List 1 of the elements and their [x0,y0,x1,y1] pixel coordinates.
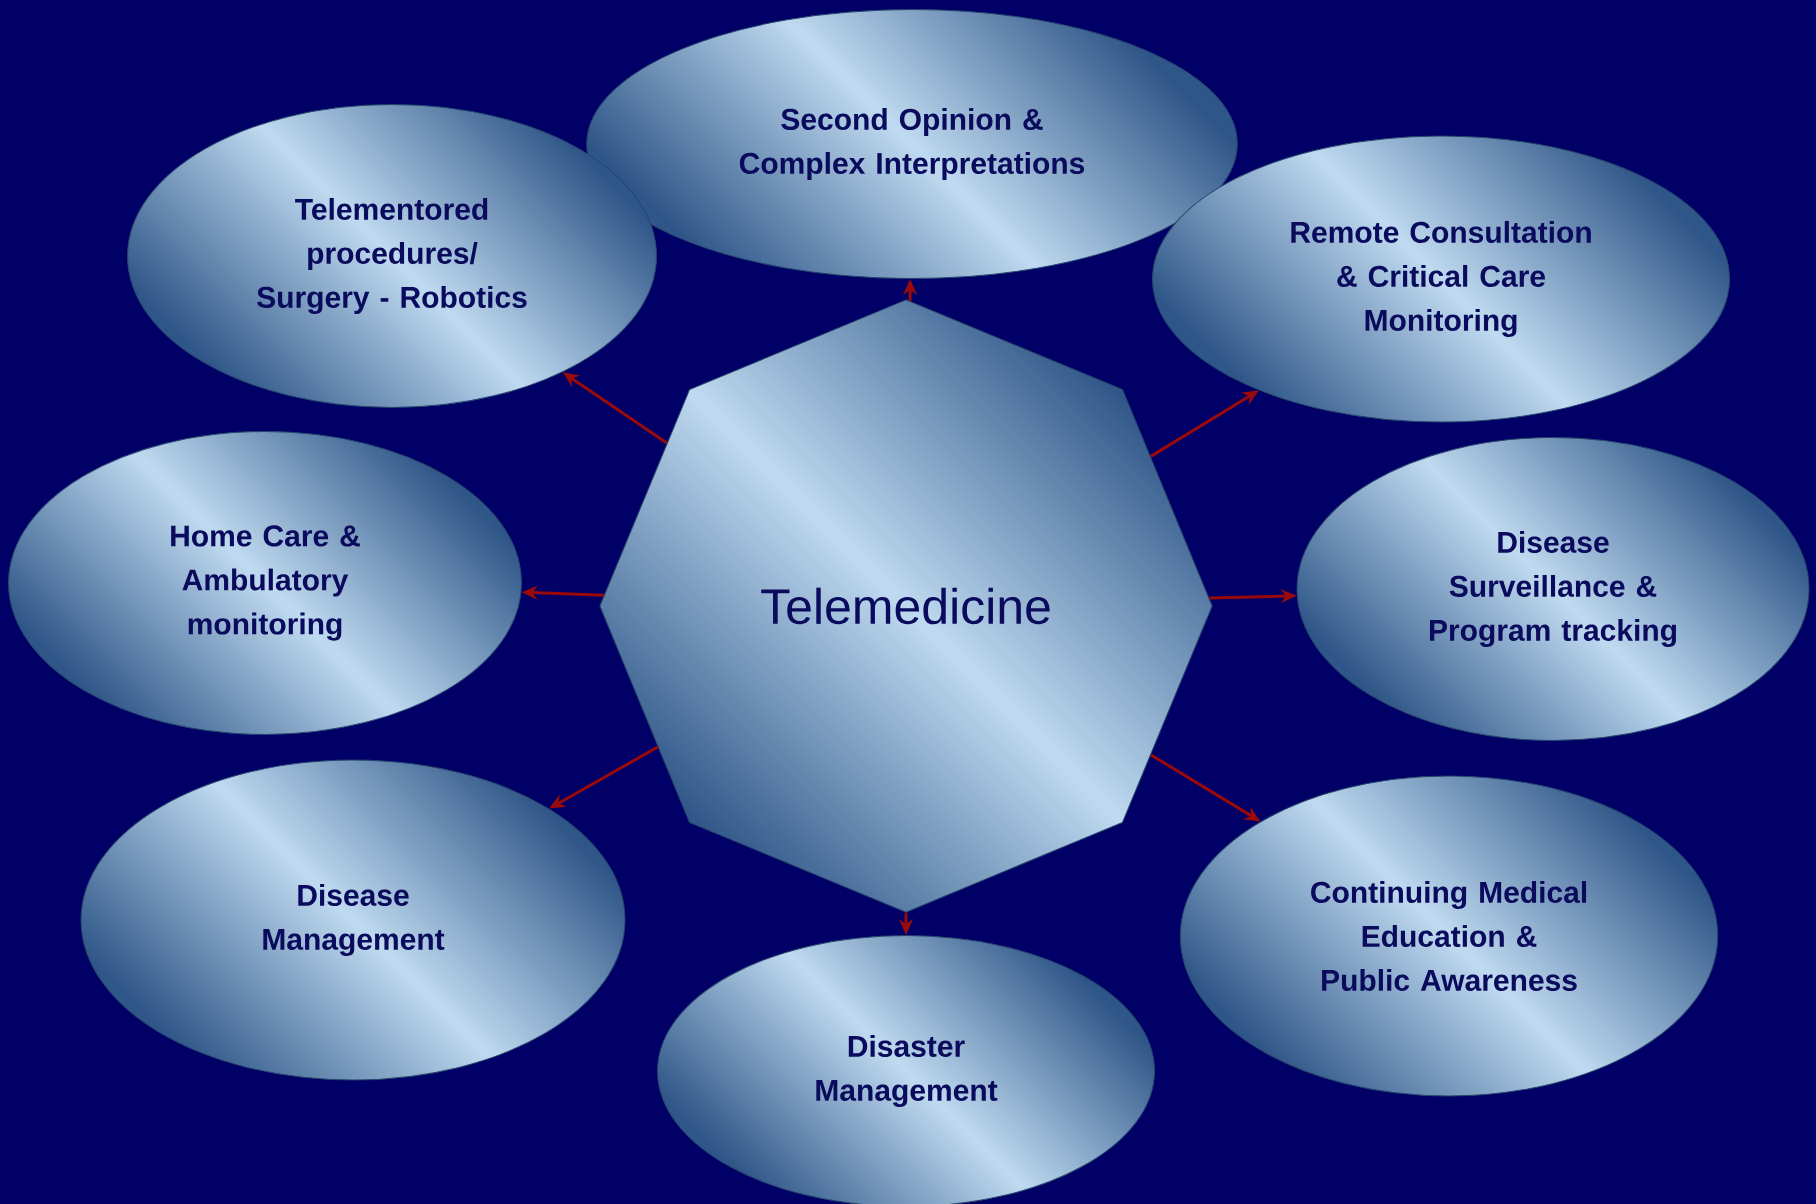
octagon: Telemedicine [599,299,1213,913]
